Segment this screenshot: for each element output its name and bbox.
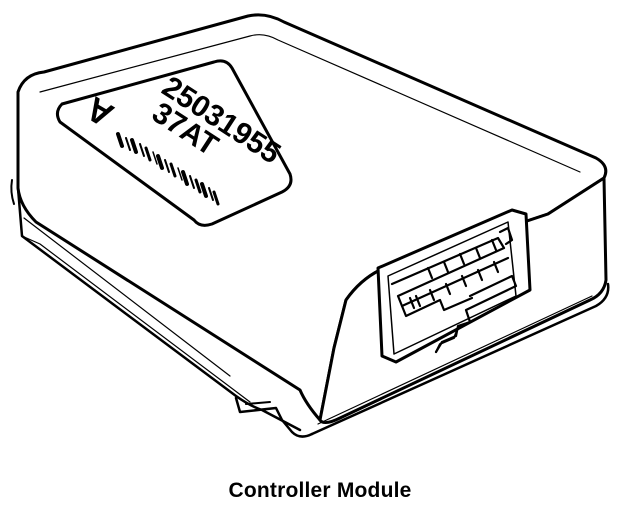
top-face-edge-line [39, 34, 581, 173]
label-plate [55, 59, 293, 227]
connector-latch [435, 327, 459, 353]
connector-pins [390, 226, 518, 354]
mounting-tab [234, 396, 314, 438]
connector-housing [376, 208, 532, 364]
figure-caption: Controller Module [228, 479, 412, 502]
base-flange-front [310, 282, 610, 436]
base-flange-front-inner [317, 295, 593, 425]
controller-module-illustration: A 25031955 37AT [10, 13, 610, 438]
base-flange-left-lower [21, 235, 251, 403]
flange-corner-mark [10, 179, 15, 205]
mounting-tab-slot [245, 401, 271, 405]
base-flange-left-edge [23, 217, 231, 377]
barcode [116, 132, 220, 206]
connector-housing-inner [387, 221, 517, 355]
